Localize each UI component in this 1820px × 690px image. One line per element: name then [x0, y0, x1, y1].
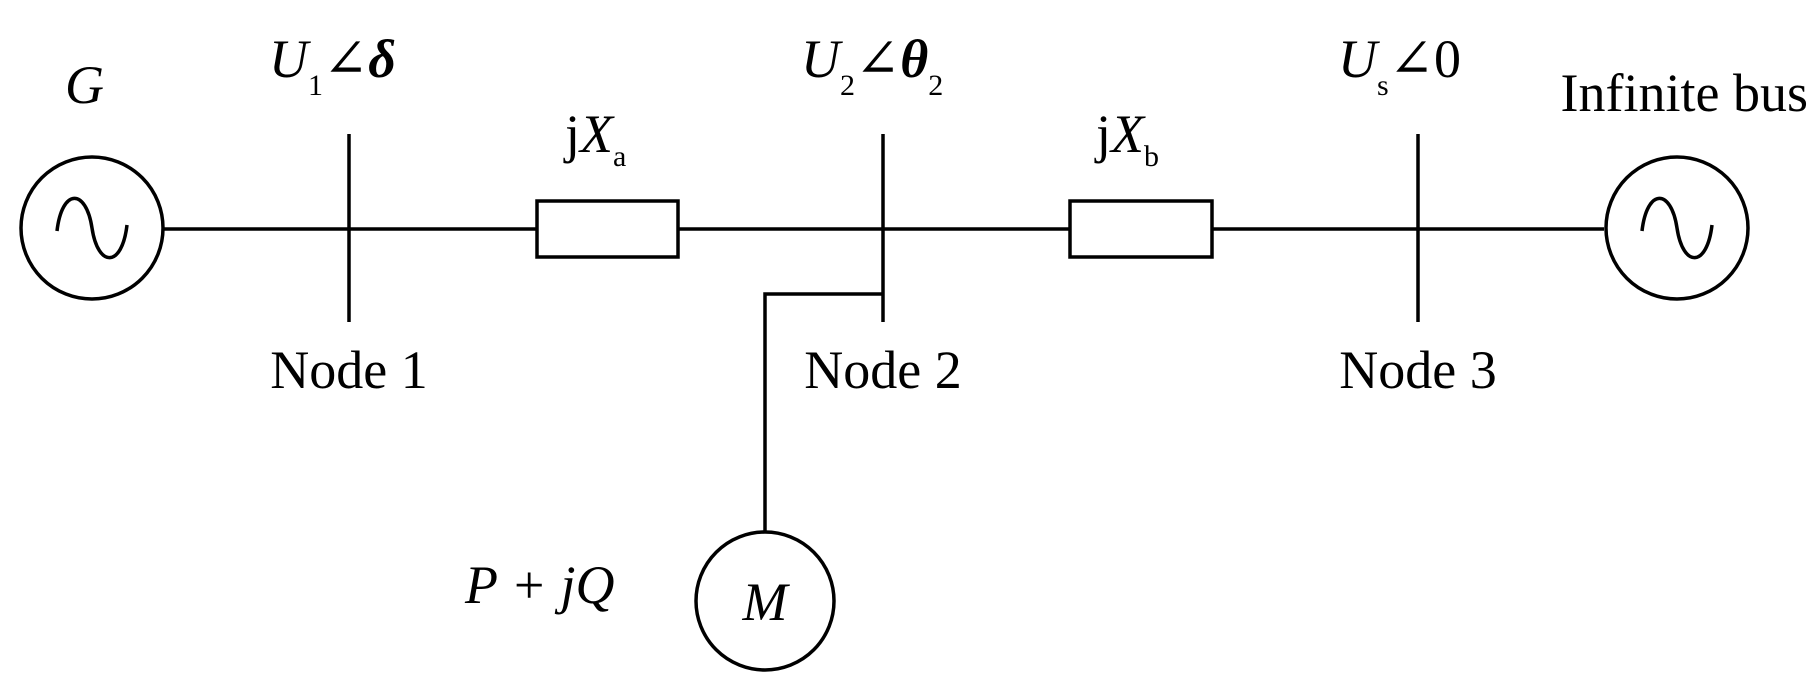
node1-voltage-label: U1∠δ: [269, 29, 396, 102]
infinite-bus-voltage-label: Us∠0: [1338, 29, 1461, 102]
motor-symbol: [694, 530, 836, 672]
node1-label: Node 1: [270, 340, 427, 400]
motor-load-label: P + jQ: [464, 555, 614, 615]
infinite-bus-label: Infinite bus: [1561, 63, 1808, 123]
motor-branch-line: [763, 292, 883, 532]
reactance-xb: [1068, 199, 1214, 259]
reactance-xa: [535, 199, 680, 259]
generator-label: G: [65, 55, 104, 115]
node3-label: Node 3: [1339, 340, 1496, 400]
infinite-bus-sine-icon: [1640, 196, 1714, 260]
generator-sine-icon: [55, 196, 129, 260]
reactance-xb-label: jXb: [1094, 104, 1159, 173]
reactance-xa-label: jXa: [563, 104, 626, 173]
motor-symbol-label: M: [742, 572, 791, 632]
node2-voltage-label: U2∠θ2: [801, 29, 943, 102]
node2-label: Node 2: [804, 340, 961, 400]
